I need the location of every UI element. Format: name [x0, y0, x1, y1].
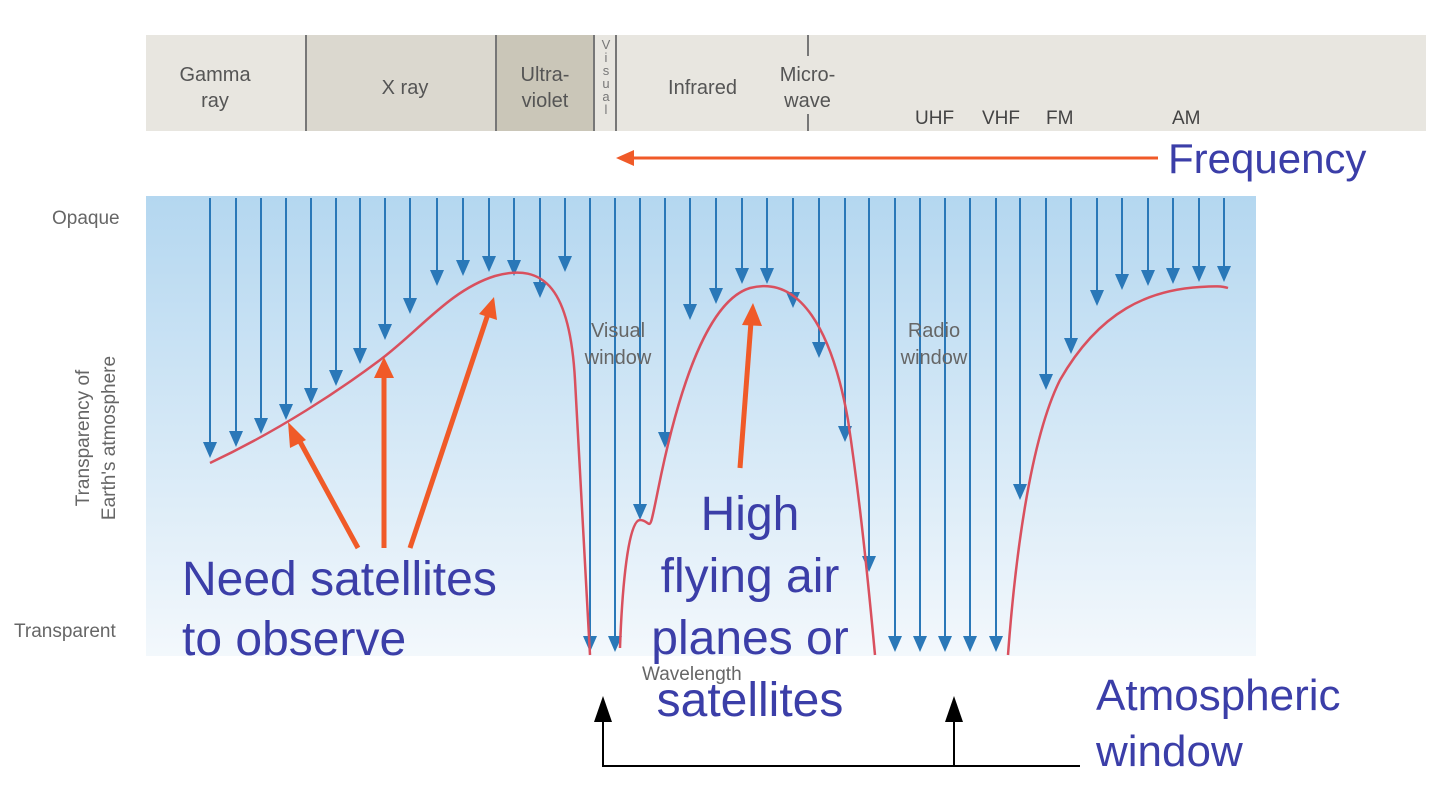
radiation-arrow-head: [1141, 270, 1155, 286]
radiation-arrow-head: [403, 298, 417, 314]
xray-band-bg: [306, 35, 496, 131]
infrared-label: Infrared: [668, 77, 737, 99]
radiation-arrow-head: [279, 404, 293, 420]
opaque-label: Opaque: [52, 208, 120, 229]
radio-window-line1: Radio: [907, 320, 961, 342]
visual-window-line2: window: [584, 347, 652, 369]
radiation-arrow-head: [1090, 290, 1104, 306]
radiation-arrow-head: [507, 260, 521, 276]
radiation-arrow-head: [304, 388, 318, 404]
frequency-arrow: [616, 150, 1158, 166]
y-axis-label-line1: Transparency of: [73, 369, 94, 507]
radiation-arrow-head: [608, 636, 622, 652]
atmospheric-window-annotation: Atmospheric window: [1096, 668, 1341, 780]
satellites-annotation: Need satellites to observe: [182, 550, 497, 670]
satellites-annotation-line2: to observe: [182, 613, 407, 666]
atmospheric-line2: window: [1096, 727, 1243, 776]
fm-label: FM: [1046, 108, 1074, 129]
microwave-label-line2: wave: [784, 90, 831, 112]
visual-band-label: V i s u a l: [600, 38, 612, 116]
radiation-arrow-head: [1115, 274, 1129, 290]
radiation-arrow-head: [760, 268, 774, 284]
ultraviolet-label: Ultra- violet: [490, 62, 600, 114]
radiation-arrow-head: [1039, 374, 1053, 390]
radiation-arrow-head: [658, 432, 672, 448]
radiation-arrow-head: [254, 418, 268, 434]
radiation-arrow-head: [1217, 266, 1231, 282]
radiation-arrow-head: [913, 636, 927, 652]
high-flying-line1: High: [700, 488, 800, 541]
aircraft-pointer-arrow: [737, 303, 762, 469]
uv-label-line1: Ultra-: [520, 64, 570, 86]
atmospheric-line1: Atmospheric: [1096, 671, 1341, 720]
radiation-arrow-head: [558, 256, 572, 272]
vhf-label: VHF: [982, 108, 1020, 129]
y-axis-label-line2: Earth's atmosphere: [99, 355, 120, 521]
radiation-arrow-head: [1192, 266, 1206, 282]
radiation-arrow-head: [633, 504, 647, 520]
atmospheric-window-bracket: [594, 696, 1080, 767]
visual-letter: l: [604, 102, 608, 117]
radiation-arrow-head: [456, 260, 470, 276]
gamma-ray-label: Gamma ray: [160, 62, 270, 114]
radiation-arrow-head: [1064, 338, 1078, 354]
frequency-label: Frequency: [1168, 135, 1367, 182]
radiation-arrow-head: [735, 268, 749, 284]
y-axis-label: Transparency of Earth's atmosphere: [71, 323, 123, 553]
uhf-label: UHF: [915, 108, 955, 129]
radiation-arrow-head: [430, 270, 444, 286]
satellites-annotation-line1: Need satellites: [182, 553, 497, 606]
radiation-arrow-head: [683, 304, 697, 320]
visual-letter: u: [602, 76, 610, 91]
transparency-curve: [209, 271, 1229, 656]
x-axis-label: Wavelength: [642, 664, 742, 685]
satellite-pointer-arrows: [288, 297, 497, 550]
visual-letter: V: [601, 37, 611, 52]
radiation-arrow-head: [229, 431, 243, 447]
visual-letter: s: [602, 63, 610, 78]
radiation-arrow-head: [482, 256, 496, 272]
radiation-arrow-head: [786, 292, 800, 308]
gamma-label-line2: ray: [201, 90, 229, 112]
uv-band-bg: [496, 35, 594, 131]
spectrum-bar: [146, 35, 1426, 131]
visual-window-line1: Visual: [590, 320, 646, 342]
visual-letter: a: [602, 89, 610, 104]
radiation-arrow-head: [812, 342, 826, 358]
radiation-arrow-head: [329, 370, 343, 386]
radiation-arrow-head: [378, 324, 392, 340]
radiation-arrow-head: [533, 282, 547, 298]
high-flying-line3: planes or: [651, 612, 849, 665]
visual-letter: i: [604, 50, 608, 65]
visual-window-label: Visual window: [570, 318, 666, 372]
gamma-label-line1: Gamma: [179, 64, 251, 86]
radiation-arrow-head: [938, 636, 952, 652]
radiation-arrow-head: [989, 636, 1003, 652]
radiation-arrows: [203, 198, 1231, 652]
radiation-arrow-head: [888, 636, 902, 652]
am-label: AM: [1172, 108, 1201, 129]
microwave-label: Micro- wave: [755, 62, 860, 114]
radio-window-line2: window: [900, 347, 968, 369]
uv-label-line2: violet: [521, 90, 569, 112]
radiation-arrow-head: [963, 636, 977, 652]
high-flying-line2: flying air: [660, 550, 840, 603]
high-flying-annotation: High flying air planes or satellites: [620, 484, 880, 732]
microwave-label-line1: Micro-: [779, 64, 836, 86]
high-flying-line4: satellites: [656, 674, 844, 727]
radiation-arrow-head: [353, 348, 367, 364]
radiation-arrow-head: [203, 442, 217, 458]
radio-window-label: Radio window: [884, 318, 984, 372]
radiation-arrow-head: [1013, 484, 1027, 500]
radiation-arrow-head: [1166, 268, 1180, 284]
xray-label: X ray: [381, 77, 429, 99]
transparent-label: Transparent: [14, 621, 116, 642]
radiation-arrow-head: [709, 288, 723, 304]
